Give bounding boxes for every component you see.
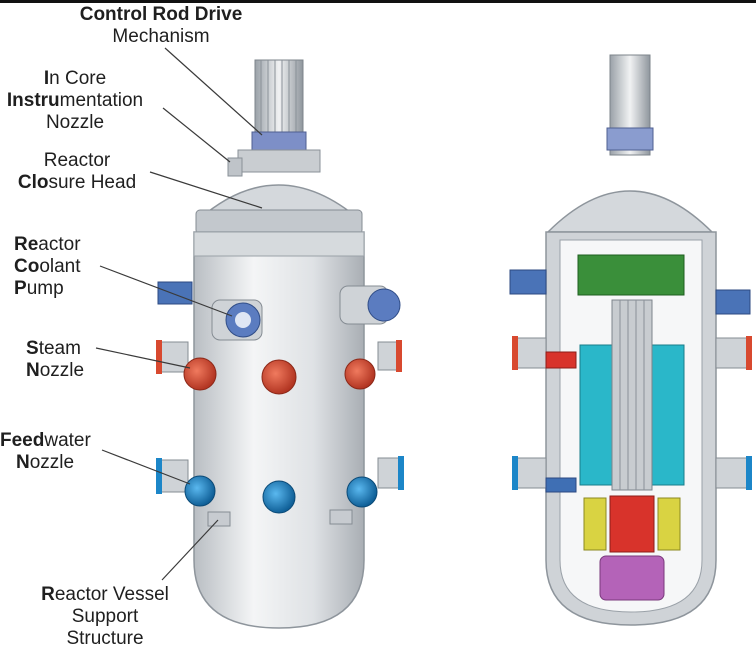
label-crdm-line2: Mechanism bbox=[112, 26, 210, 47]
support-pad-right bbox=[329, 509, 353, 525]
feedwater-nozzles bbox=[156, 456, 404, 514]
label-control-rod-drive: Control Rod Drive Mechanism bbox=[66, 4, 256, 48]
steam-generator-right bbox=[649, 344, 685, 486]
support-ladder-right bbox=[657, 497, 681, 551]
support-ladder-left bbox=[583, 497, 607, 551]
leader-support bbox=[161, 519, 219, 581]
lower-plenum bbox=[599, 555, 665, 601]
top-border bbox=[0, 0, 756, 3]
label-steam-nozzle: Steam Nozzle bbox=[26, 338, 85, 381]
leader-closure bbox=[149, 171, 263, 209]
exterior-vessel bbox=[156, 59, 404, 629]
support-pad bbox=[207, 511, 231, 527]
steam-nozzles bbox=[156, 340, 402, 395]
crdm-rods bbox=[227, 59, 321, 177]
cutaway-head bbox=[546, 190, 714, 233]
vessel-shell bbox=[193, 231, 365, 629]
leader-steam bbox=[95, 347, 191, 369]
label-in-core-instrumentation: In Core Instrumentation Nozzle bbox=[6, 68, 144, 133]
label-reactor-coolant-pump: Reactor Coolant Pump bbox=[14, 234, 81, 299]
label-crdm-line1: Control Rod Drive bbox=[79, 4, 243, 25]
leader-crdm bbox=[164, 47, 263, 136]
leader-lines bbox=[95, 47, 263, 581]
leader-incore bbox=[162, 107, 231, 163]
steam-generator-left bbox=[579, 344, 615, 486]
cutaway-pump bbox=[509, 269, 547, 295]
reactor-coolant-pump-right bbox=[339, 285, 401, 325]
head-flange bbox=[195, 209, 363, 235]
leader-pump bbox=[99, 265, 233, 317]
pump-motor-left bbox=[157, 281, 193, 305]
label-feedwater-nozzle: Feedwater Nozzle bbox=[0, 430, 91, 473]
reactor-coolant-pump bbox=[211, 299, 263, 341]
core-barrel bbox=[611, 299, 653, 491]
label-reactor-closure-head: Reactor Closure Head bbox=[17, 150, 137, 193]
label-reactor-vessel-support: Reactor Vessel Support Structure bbox=[41, 584, 169, 646]
vessel-flange bbox=[193, 231, 365, 257]
leader-feedwater bbox=[101, 449, 191, 485]
reactor-core bbox=[609, 495, 655, 553]
upper-internals bbox=[577, 254, 685, 296]
cutaway-vessel bbox=[509, 54, 752, 626]
